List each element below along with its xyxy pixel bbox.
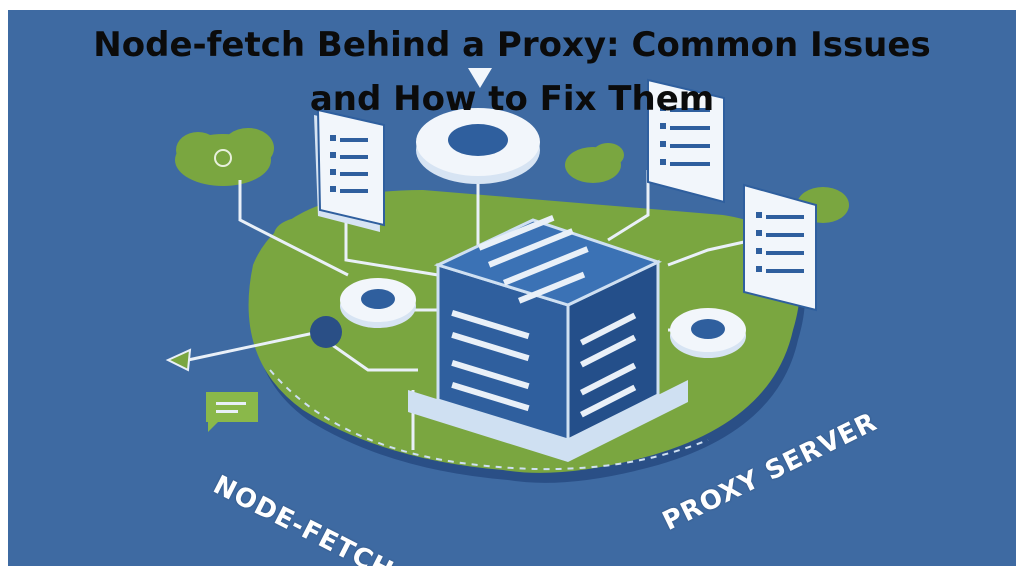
node-circle-icon xyxy=(670,308,746,358)
chat-bubble-icon xyxy=(206,392,258,432)
cloud-icon xyxy=(565,143,624,183)
document-panel-icon xyxy=(647,78,725,204)
arrow-icon xyxy=(165,348,192,372)
pin-icon xyxy=(468,68,492,88)
document-panel-icon xyxy=(743,183,817,312)
title-line-2: and How to Fix Them xyxy=(309,79,715,119)
network-illustration xyxy=(165,68,849,483)
cloud-icon xyxy=(175,128,274,186)
node-circle-icon xyxy=(340,278,416,328)
illustration-canvas: NODE-FETCH PROXY SERVER xyxy=(8,10,1016,566)
page-title: Node-fetch Behind a Proxy: Common Issues… xyxy=(0,18,1024,126)
document-panel-icon xyxy=(314,108,385,232)
node-circle-icon xyxy=(416,108,540,184)
server-cube-icon xyxy=(408,215,688,462)
node-dot xyxy=(310,316,342,348)
title-line-1: Node-fetch Behind a Proxy: Common Issues xyxy=(93,25,931,65)
